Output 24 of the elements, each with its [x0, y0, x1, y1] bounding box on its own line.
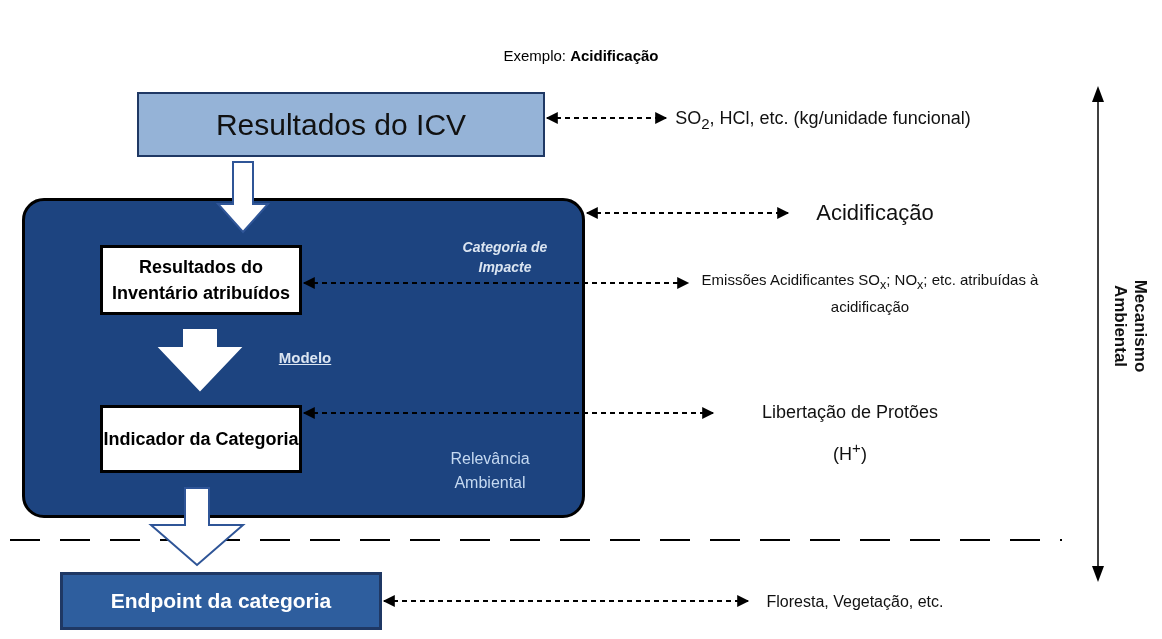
process-box: Resultados do ICV: [137, 92, 545, 157]
endpoint-note: Floresta, Vegetação, etc.: [750, 590, 960, 614]
indicator-text: Libertação de Protões: [761, 401, 939, 424]
panel-note: Relevância Ambiental: [449, 449, 531, 493]
flow-arrow: [157, 329, 243, 392]
result-note: SO$_{2}$, HCl, etc. (kg/unidade funcional): [668, 92, 978, 150]
double-arrow: [302, 407, 715, 419]
emission-note: Emissões Acidificantes SO$_{x}$; NO$_{x}$; etc. atribuídas à acidificação: [690, 270, 1050, 316]
panel-heading: Categoria de Impacte: [461, 238, 549, 277]
flow-arrow: [215, 161, 271, 234]
process-box: Resultados do Inventário atribuídos: [100, 245, 302, 315]
category-note: Acidificação: [790, 196, 960, 230]
category-panel: [22, 198, 585, 518]
process-box: Indicador da Categoria: [100, 405, 302, 473]
axis-label: Mecanismo Ambiental: [1110, 278, 1150, 375]
flow-arrow: [148, 487, 246, 567]
indicator-text: (H$^{+}$): [833, 438, 867, 466]
double-arrow: [585, 207, 790, 219]
diagram-title: Exemplo: Acidificação: [502, 47, 660, 64]
double-arrow: [382, 595, 750, 607]
double-arrow: [302, 277, 690, 289]
endpoint-box: Endpoint da categoria: [60, 572, 382, 630]
model-label: Modelo: [277, 349, 333, 366]
double-arrow: [545, 112, 668, 124]
